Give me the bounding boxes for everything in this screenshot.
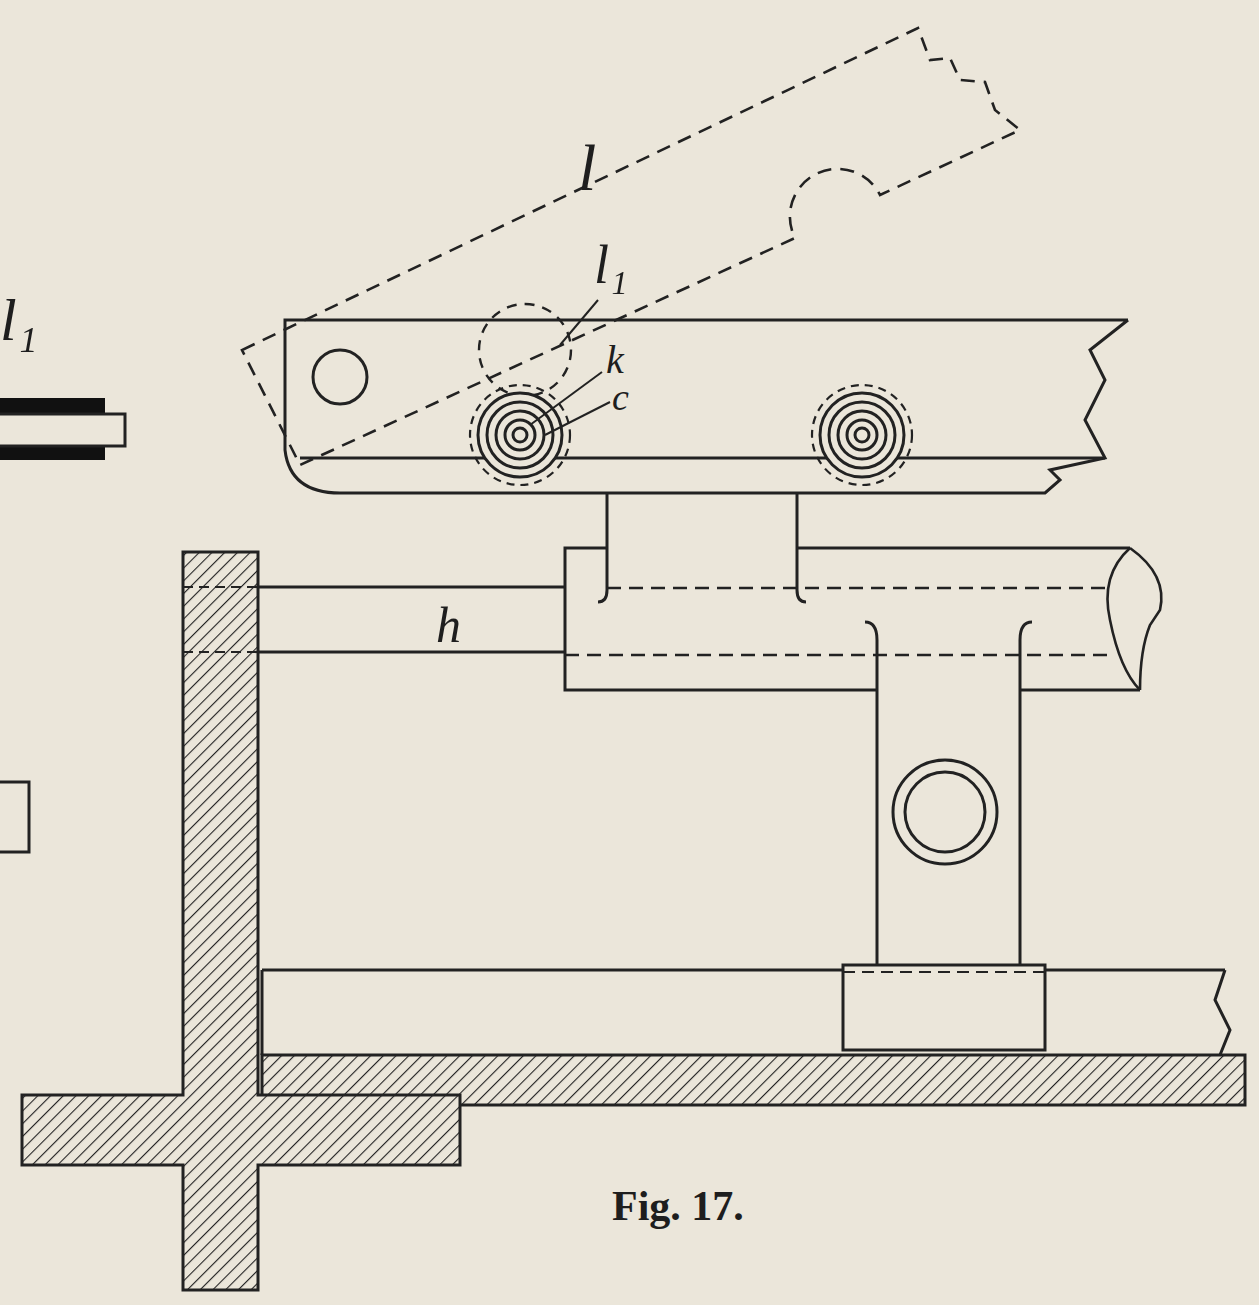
part-letter: k [606,340,624,380]
roller [470,385,570,485]
part-letter: h [436,600,461,650]
drawing-lines [0,28,1245,1290]
part-letter: l [578,135,596,201]
part-letter: c [612,378,629,416]
roller [812,385,912,485]
part-letter: l₁ [0,290,38,350]
part-letter: l₁ [594,238,628,292]
figure-caption: Fig. 17. [612,1185,744,1227]
